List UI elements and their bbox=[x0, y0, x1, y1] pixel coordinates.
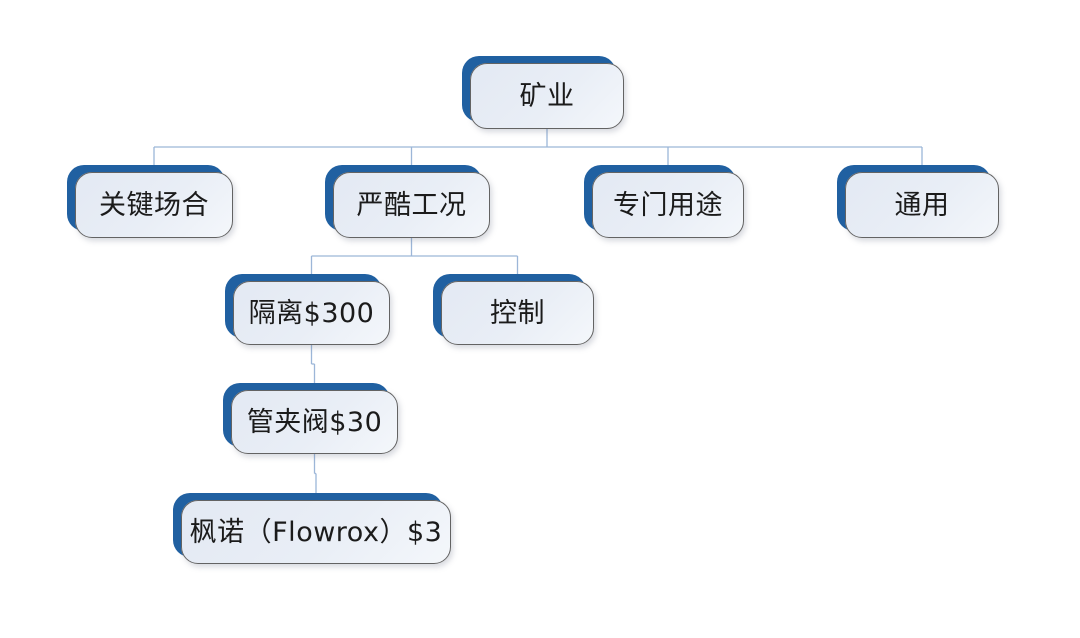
tree-node-critical[interactable]: 关键场合 bbox=[75, 172, 233, 238]
tree-node-special[interactable]: 专门用途 bbox=[592, 172, 744, 238]
tree-node-control[interactable]: 控制 bbox=[441, 281, 594, 345]
tree-node-pinch[interactable]: 管夹阀$30 bbox=[231, 390, 398, 454]
tree-node-label: 枫诺（Flowrox）$3 bbox=[189, 516, 443, 548]
tree-node-label: 专门用途 bbox=[613, 189, 723, 221]
tree-node-label: 控制 bbox=[490, 297, 545, 329]
tree-node-label: 矿业 bbox=[519, 80, 575, 112]
tree-node-severe[interactable]: 严酷工况 bbox=[333, 172, 490, 238]
tree-node-label: 隔离$300 bbox=[248, 297, 375, 329]
tree-node-general[interactable]: 通用 bbox=[845, 172, 999, 238]
tree-node-isolation[interactable]: 隔离$300 bbox=[233, 281, 390, 345]
tree-node-flowrox[interactable]: 枫诺（Flowrox）$3 bbox=[181, 500, 451, 564]
tree-node-label: 关键场合 bbox=[99, 189, 209, 221]
tree-node-label: 通用 bbox=[894, 189, 950, 221]
tree-node-label: 管夹阀$30 bbox=[246, 406, 383, 438]
tree-node-mining[interactable]: 矿业 bbox=[470, 63, 624, 129]
tree-node-label: 严酷工况 bbox=[356, 189, 467, 221]
